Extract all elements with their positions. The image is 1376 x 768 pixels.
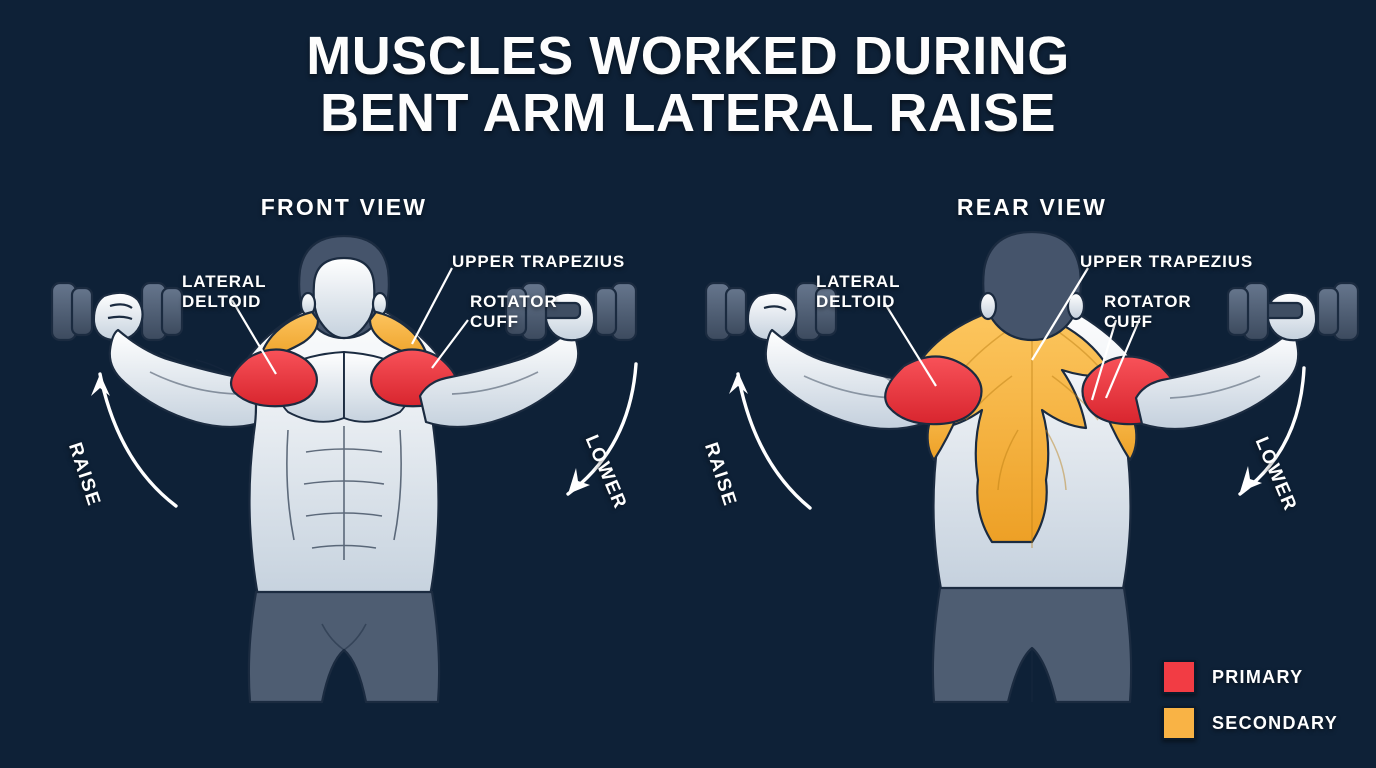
- shorts-front: [247, 590, 441, 704]
- left-arm-front: [108, 328, 270, 429]
- panel-front-view: FRONT VIEW: [50, 194, 638, 704]
- legend: PRIMARY SECONDARY: [1161, 660, 1338, 740]
- raise-arc-rear: [736, 372, 812, 510]
- face-front: [312, 256, 376, 340]
- shorts-rear: [931, 586, 1133, 704]
- leader-rotator-cuff-rear: [1090, 319, 1118, 401]
- callout-lateral-deltoid-rear: LATERAL DELTOID: [816, 272, 901, 311]
- leader-lines-front: [231, 267, 469, 375]
- callout-rotator-cuff-rear: ROTATOR CUFF: [1104, 292, 1192, 331]
- title-line-1: MUSCLES WORKED DURING: [306, 26, 1070, 86]
- dumbbell-right-rear: [1226, 281, 1360, 342]
- leader-upper-trapezius: [411, 267, 453, 345]
- lateral-deltoid-front-left: [230, 348, 318, 408]
- callout-upper-trapezius-rear: UPPER TRAPEZIUS: [1080, 252, 1254, 271]
- legend-label-secondary: SECONDARY: [1211, 712, 1338, 733]
- leader-rotator-cuff-rear-2: [1104, 317, 1142, 399]
- legend-swatch-secondary: [1161, 706, 1196, 740]
- motion-arrows-rear: [729, 366, 1306, 510]
- right-arm-rear: [1134, 328, 1300, 431]
- legend-label-primary: PRIMARY: [1211, 666, 1304, 687]
- view-label-front: FRONT VIEW: [260, 194, 428, 220]
- leader-lateral-deltoid: [231, 299, 277, 375]
- callout-upper-trapezius-front: UPPER TRAPEZIUS: [452, 252, 626, 271]
- leader-lines-rear: [883, 267, 1142, 401]
- leader-lateral-deltoid-rear: [883, 301, 937, 387]
- panel-rear-view: REAR VIEW: [688, 0, 1376, 768]
- legend-item-primary: PRIMARY: [1161, 660, 1338, 694]
- dumbbell-right: [504, 281, 638, 342]
- motion-arrows-front: [91, 362, 638, 508]
- raise-arc-front: [98, 372, 178, 508]
- front-body-illustration: [50, 234, 638, 704]
- page-title: MUSCLES WORKED DURING BENT ARM LATERAL R…: [0, 26, 1376, 144]
- callout-lateral-deltoid-front: LATERAL DELTOID: [182, 272, 267, 311]
- posterior-deltoid-rear-left: [884, 355, 983, 426]
- leader-upper-trapezius-rear: [1031, 267, 1089, 361]
- legend-swatch-primary: [1161, 660, 1196, 694]
- callout-rotator-cuff-front: ROTATOR CUFF: [470, 292, 558, 331]
- legend-item-secondary: SECONDARY: [1161, 706, 1338, 740]
- title-line-2: BENT ARM LATERAL RAISE: [320, 83, 1056, 144]
- head-rear: [982, 230, 1082, 342]
- right-arm-front: [418, 328, 580, 429]
- leader-rotator-cuff: [431, 319, 469, 369]
- rear-body-illustration: [704, 230, 1360, 704]
- view-label-rear: REAR VIEW: [956, 194, 1108, 220]
